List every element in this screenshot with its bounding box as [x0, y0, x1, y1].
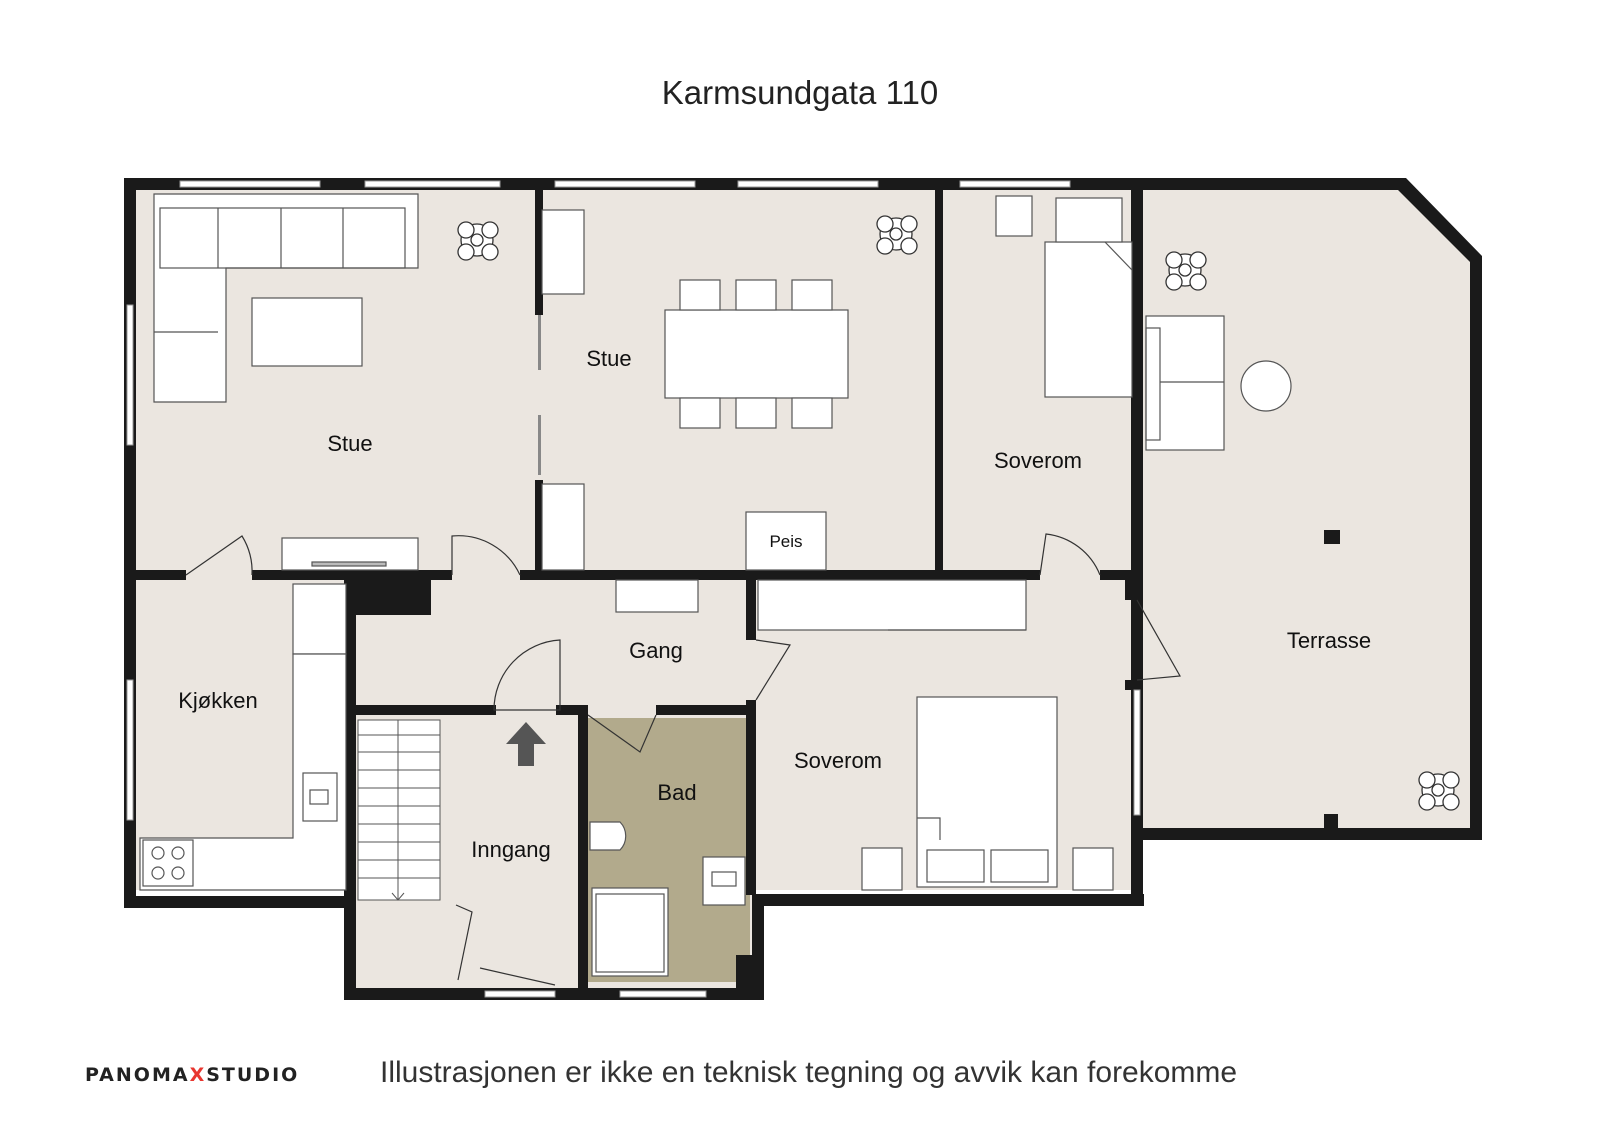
- room-label-stue-right: Stue: [586, 346, 631, 371]
- room-label-bad: Bad: [657, 780, 696, 805]
- sliding-door: [538, 315, 541, 370]
- brand-part2: STUDIO: [206, 1064, 300, 1086]
- brand-x: X: [189, 1064, 207, 1086]
- entrance-arrow-icon: [506, 722, 546, 766]
- plant-icon: [876, 215, 918, 255]
- room-label-kjokken: Kjøkken: [178, 688, 257, 713]
- brand-part1: PANOMA: [85, 1064, 190, 1086]
- room-label-soverom-bottom: Soverom: [794, 748, 882, 773]
- plant-icon: [457, 221, 499, 261]
- brand-logo: PANOMAXSTUDIO: [85, 1064, 299, 1086]
- plant-icon: [1418, 771, 1460, 811]
- doors: [185, 533, 1181, 986]
- room-label-inngang: Inngang: [471, 837, 551, 862]
- plan-title: Karmsundgata 110: [661, 74, 939, 111]
- room-label-gang: Gang: [629, 638, 683, 663]
- furniture: [139, 193, 1292, 977]
- room-label-terrasse: Terrasse: [1287, 628, 1371, 653]
- room-label-stue-left: Stue: [327, 431, 372, 456]
- plant-icon: [1165, 251, 1207, 291]
- windows: [126, 180, 1141, 998]
- staircase: [357, 719, 441, 901]
- room-label-soverom-top: Soverom: [994, 448, 1082, 473]
- sliding-door: [538, 415, 541, 475]
- fireplace-label: Peis: [769, 532, 802, 551]
- disclaimer-text: Illustrasjonen er ikke en teknisk tegnin…: [380, 1056, 1238, 1089]
